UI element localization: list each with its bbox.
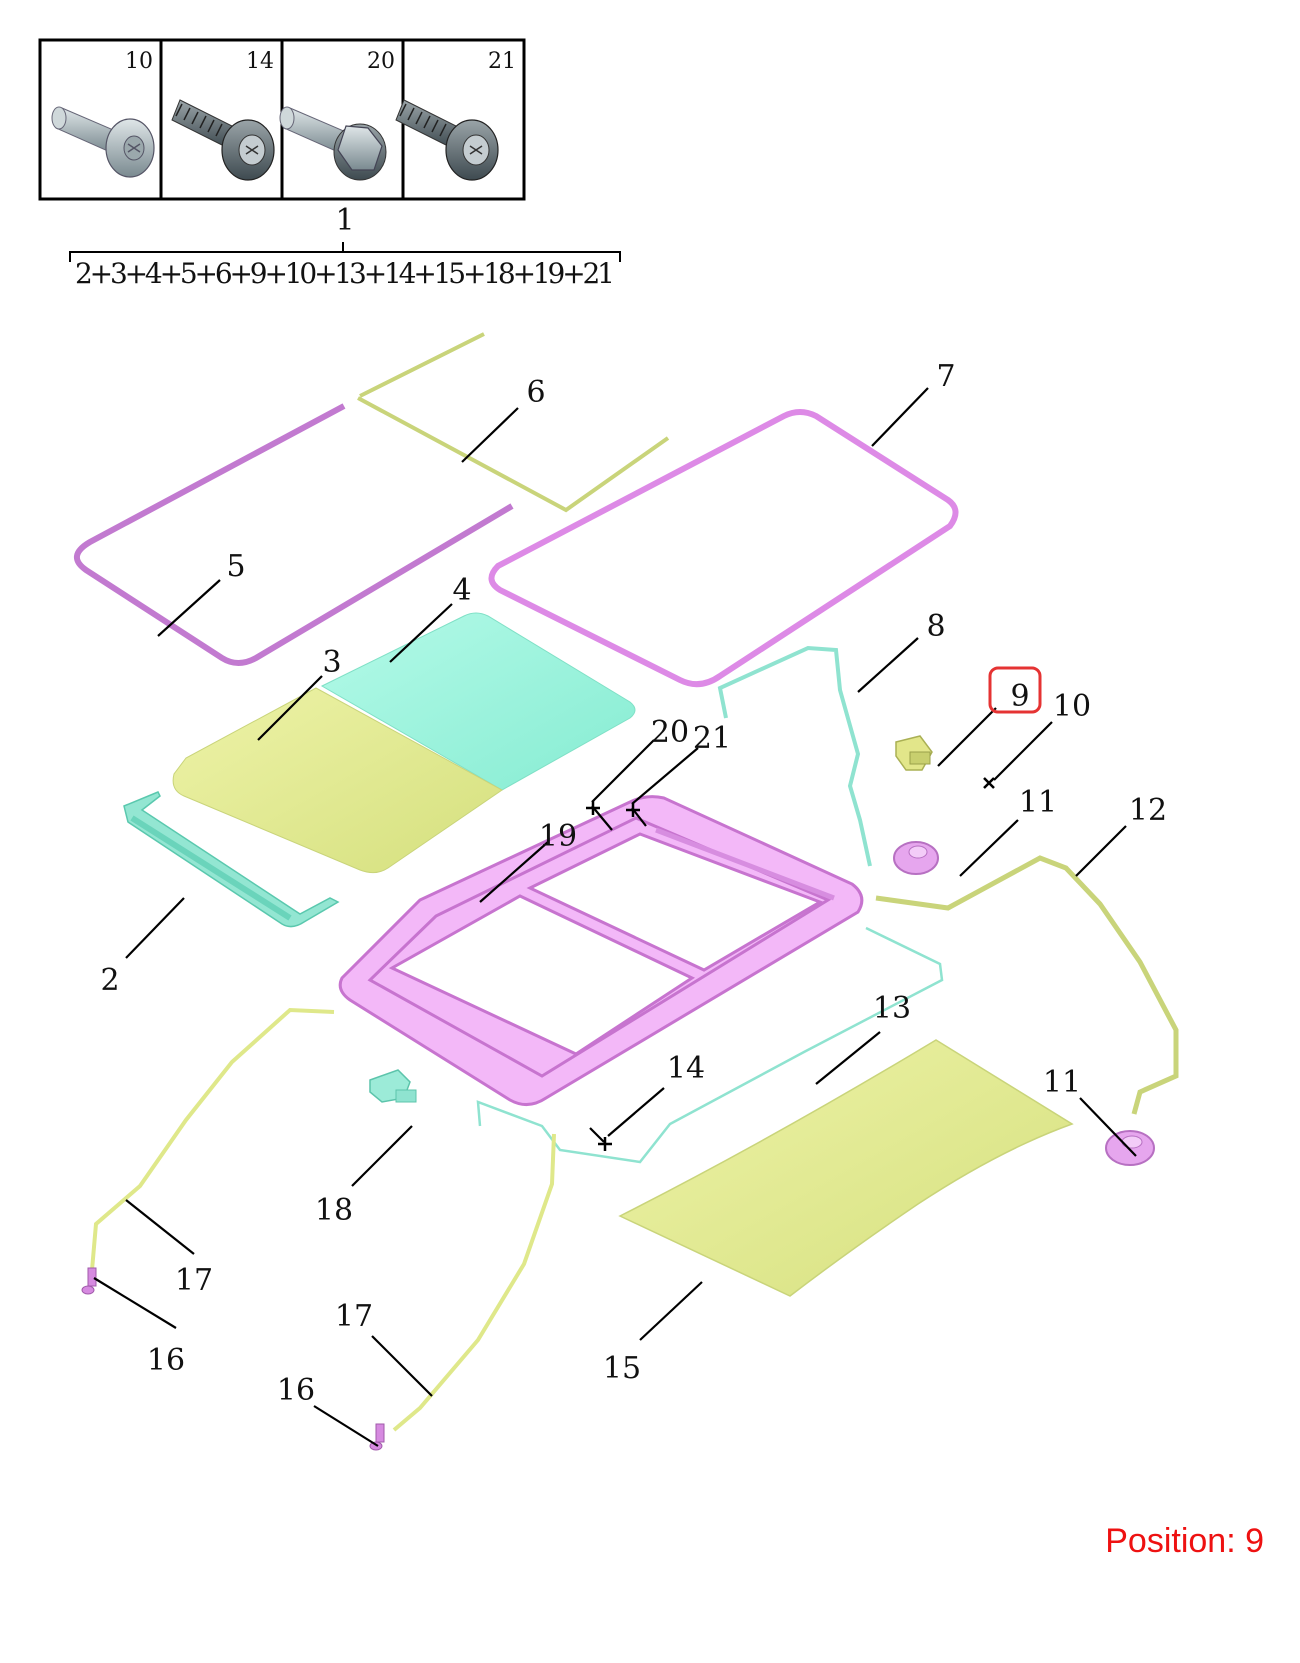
table-header-21: 21: [488, 49, 516, 74]
part-7-seal: [488, 409, 959, 688]
callout-3: 3: [322, 645, 341, 680]
part-19-frame: [338, 795, 864, 1106]
callout-20: 20: [651, 715, 689, 750]
callout-18: 18: [315, 1193, 353, 1228]
part-17-hose-left: [90, 1007, 335, 1271]
part-13-harness: [476, 926, 944, 1164]
callout-11-lower: 11: [1043, 1065, 1081, 1100]
part-8-cable: [717, 645, 872, 867]
callout-16-left: 16: [147, 1343, 185, 1378]
callout-numbers: 2 3 4 5 6 7 8 9 10 11 11 12 13 14 15 16 …: [100, 359, 1167, 1408]
bolt-20-icon: [279, 106, 387, 181]
callout-7: 7: [936, 359, 955, 394]
callout-11-upper: 11: [1019, 785, 1057, 820]
part-15-sunshade: [618, 1039, 1074, 1297]
screw-marker-14: [598, 1137, 612, 1151]
callout-2: 2: [100, 963, 119, 998]
assembly-formula: 1 2+3+4+5+6+9+10+13+14+15+18+19+21: [69, 203, 621, 290]
callout-10: 10: [1053, 689, 1091, 724]
leader-lines: [93, 387, 1137, 1447]
callout-21: 21: [693, 721, 731, 756]
bolt-14-icon: [171, 99, 275, 181]
callout-17-left: 17: [175, 1263, 213, 1298]
callout-13: 13: [873, 991, 911, 1026]
bolt-10-icon: [51, 106, 155, 178]
callout-15: 15: [603, 1351, 641, 1386]
part-17-hose-right: [392, 1133, 556, 1432]
callout-5: 5: [226, 549, 245, 584]
assembly-components: 2+3+4+5+6+9+10+13+14+15+18+19+21: [75, 257, 615, 290]
part-16-clip-left: [81, 1267, 97, 1295]
part-11-grommet-lower: [1105, 1130, 1155, 1166]
callout-6: 6: [526, 375, 545, 410]
screw-marker-10: [983, 777, 995, 789]
part-4-glass: [320, 612, 636, 791]
table-header-10: 10: [125, 49, 153, 74]
callout-4: 4: [452, 573, 471, 608]
callout-14: 14: [667, 1051, 705, 1086]
part-11-grommet-upper: [893, 841, 939, 875]
callout-8: 8: [926, 609, 945, 644]
part-2-deflector: [123, 791, 340, 928]
part-6-strip: [357, 332, 670, 513]
part-3-panel: [172, 687, 503, 874]
callout-12: 12: [1129, 793, 1167, 828]
fastener-table: 10 14 20 21: [38, 38, 526, 201]
bolt-21-icon: [395, 99, 499, 181]
part-5-seal: [74, 403, 514, 666]
callout-17-right: 17: [335, 1299, 373, 1334]
part-9-bracket: [895, 735, 933, 771]
callout-16-right: 16: [277, 1373, 315, 1408]
part-12-hose: [875, 855, 1179, 1115]
callout-9: 9: [1010, 679, 1029, 714]
table-header-14: 14: [246, 49, 274, 74]
highlight-box-9: [988, 666, 1042, 714]
assembly-part-number: 1: [335, 203, 354, 238]
callout-19: 19: [539, 819, 577, 854]
part-18-bracket: [369, 1069, 417, 1103]
table-header-20: 20: [367, 49, 395, 74]
position-label: Position: 9: [1105, 1522, 1264, 1560]
